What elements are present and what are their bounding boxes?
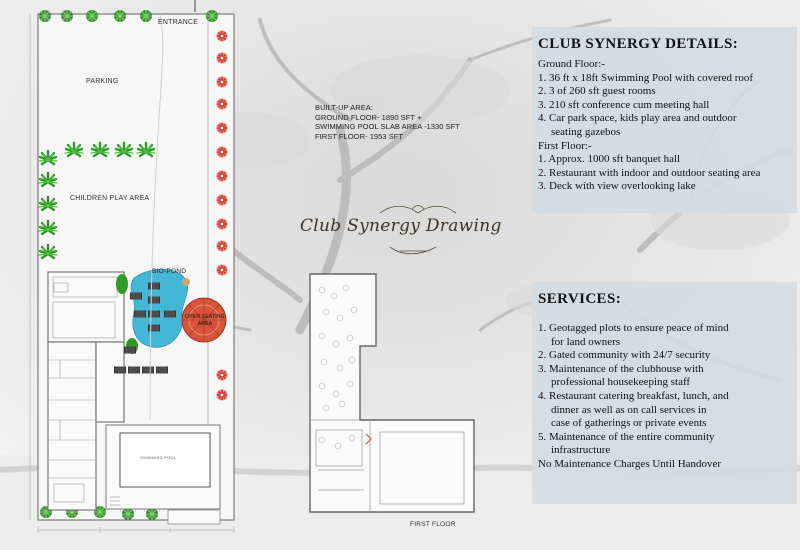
swimming-pool-label: SWIMMING POOL <box>140 455 177 460</box>
service-item-continued: case of gatherings or private events <box>551 417 707 430</box>
first-floor-heading: First Floor:- <box>538 139 592 152</box>
ground-item: 2. 3 of 260 sft guest rooms <box>538 85 656 98</box>
service-item: 2. Gated community with 24/7 security <box>538 349 711 362</box>
built-up-ground: GROUND FLOOR- 1890 SFT + <box>315 112 422 122</box>
bio-pond-label: BIO-POND <box>152 268 187 275</box>
first-item: 2. Restaurant with indoor and outdoor se… <box>538 166 761 179</box>
ground-item: 4. Car park space, kids play area and ou… <box>538 112 737 125</box>
first-item: 1. Approx. 1000 sft banquet hall <box>538 153 681 166</box>
services-heading: SERVICES: <box>538 291 622 307</box>
first-item: 3. Deck with view overlooking lake <box>538 180 696 193</box>
details-heading: CLUB SYNERGY DETAILS: <box>538 36 739 52</box>
first-floor-label: FIRST FLOOR <box>410 521 456 528</box>
service-item: 3. Maintenance of the clubhouse with <box>538 362 704 375</box>
open-seating-area-label: OPEN SEATING AREA <box>185 314 225 327</box>
service-item: 4. Restaurant catering breakfast, lunch,… <box>538 389 729 402</box>
built-up-heading: BUILT-UP AREA: <box>315 103 373 112</box>
built-up-area-notes: BUILT-UP AREA: GROUND FLOOR- 1890 SFT + … <box>315 103 460 141</box>
services-panel: SERVICES: 1. Geotagged plots to ensure p… <box>532 282 797 504</box>
no-maintenance-note: No Maintenance Charges Until Handover <box>538 457 722 470</box>
ground-item-continued: seating gazebos <box>551 125 621 138</box>
service-item-continued: for land owners <box>551 335 621 348</box>
built-up-pool: SWIMMING POOL SLAB AREA -1330 SFT <box>315 122 460 132</box>
service-item-continued: professional housekeeping staff <box>551 376 691 389</box>
service-item: 1. Geotagged plots to ensure peace of mi… <box>538 322 729 334</box>
service-item-continued: dinner as well as on call services in <box>551 403 707 416</box>
ground-item: 3. 210 sft conference cum meeting hall <box>538 98 710 111</box>
ground-item: 1. 36 ft x 18ft Swimming Pool with cover… <box>538 71 754 84</box>
service-item-continued: infrastructure <box>551 444 611 457</box>
club-details-panel: CLUB SYNERGY DETAILS: Ground Floor:- 1. … <box>532 27 797 213</box>
parking-label: PARKING <box>86 78 119 85</box>
children-play-area-label: CHILDREN PLAY AREA <box>70 195 150 202</box>
ground-floor-label: Ground Floor:- <box>538 58 605 70</box>
drawing-title: Club Synergy Drawing <box>300 216 502 236</box>
entrance-label: ENTRANCE <box>158 19 199 26</box>
built-up-first: FIRST FLOOR- 1953 SFT <box>315 131 404 141</box>
service-item: 5. Maintenance of the entire community <box>538 430 715 443</box>
